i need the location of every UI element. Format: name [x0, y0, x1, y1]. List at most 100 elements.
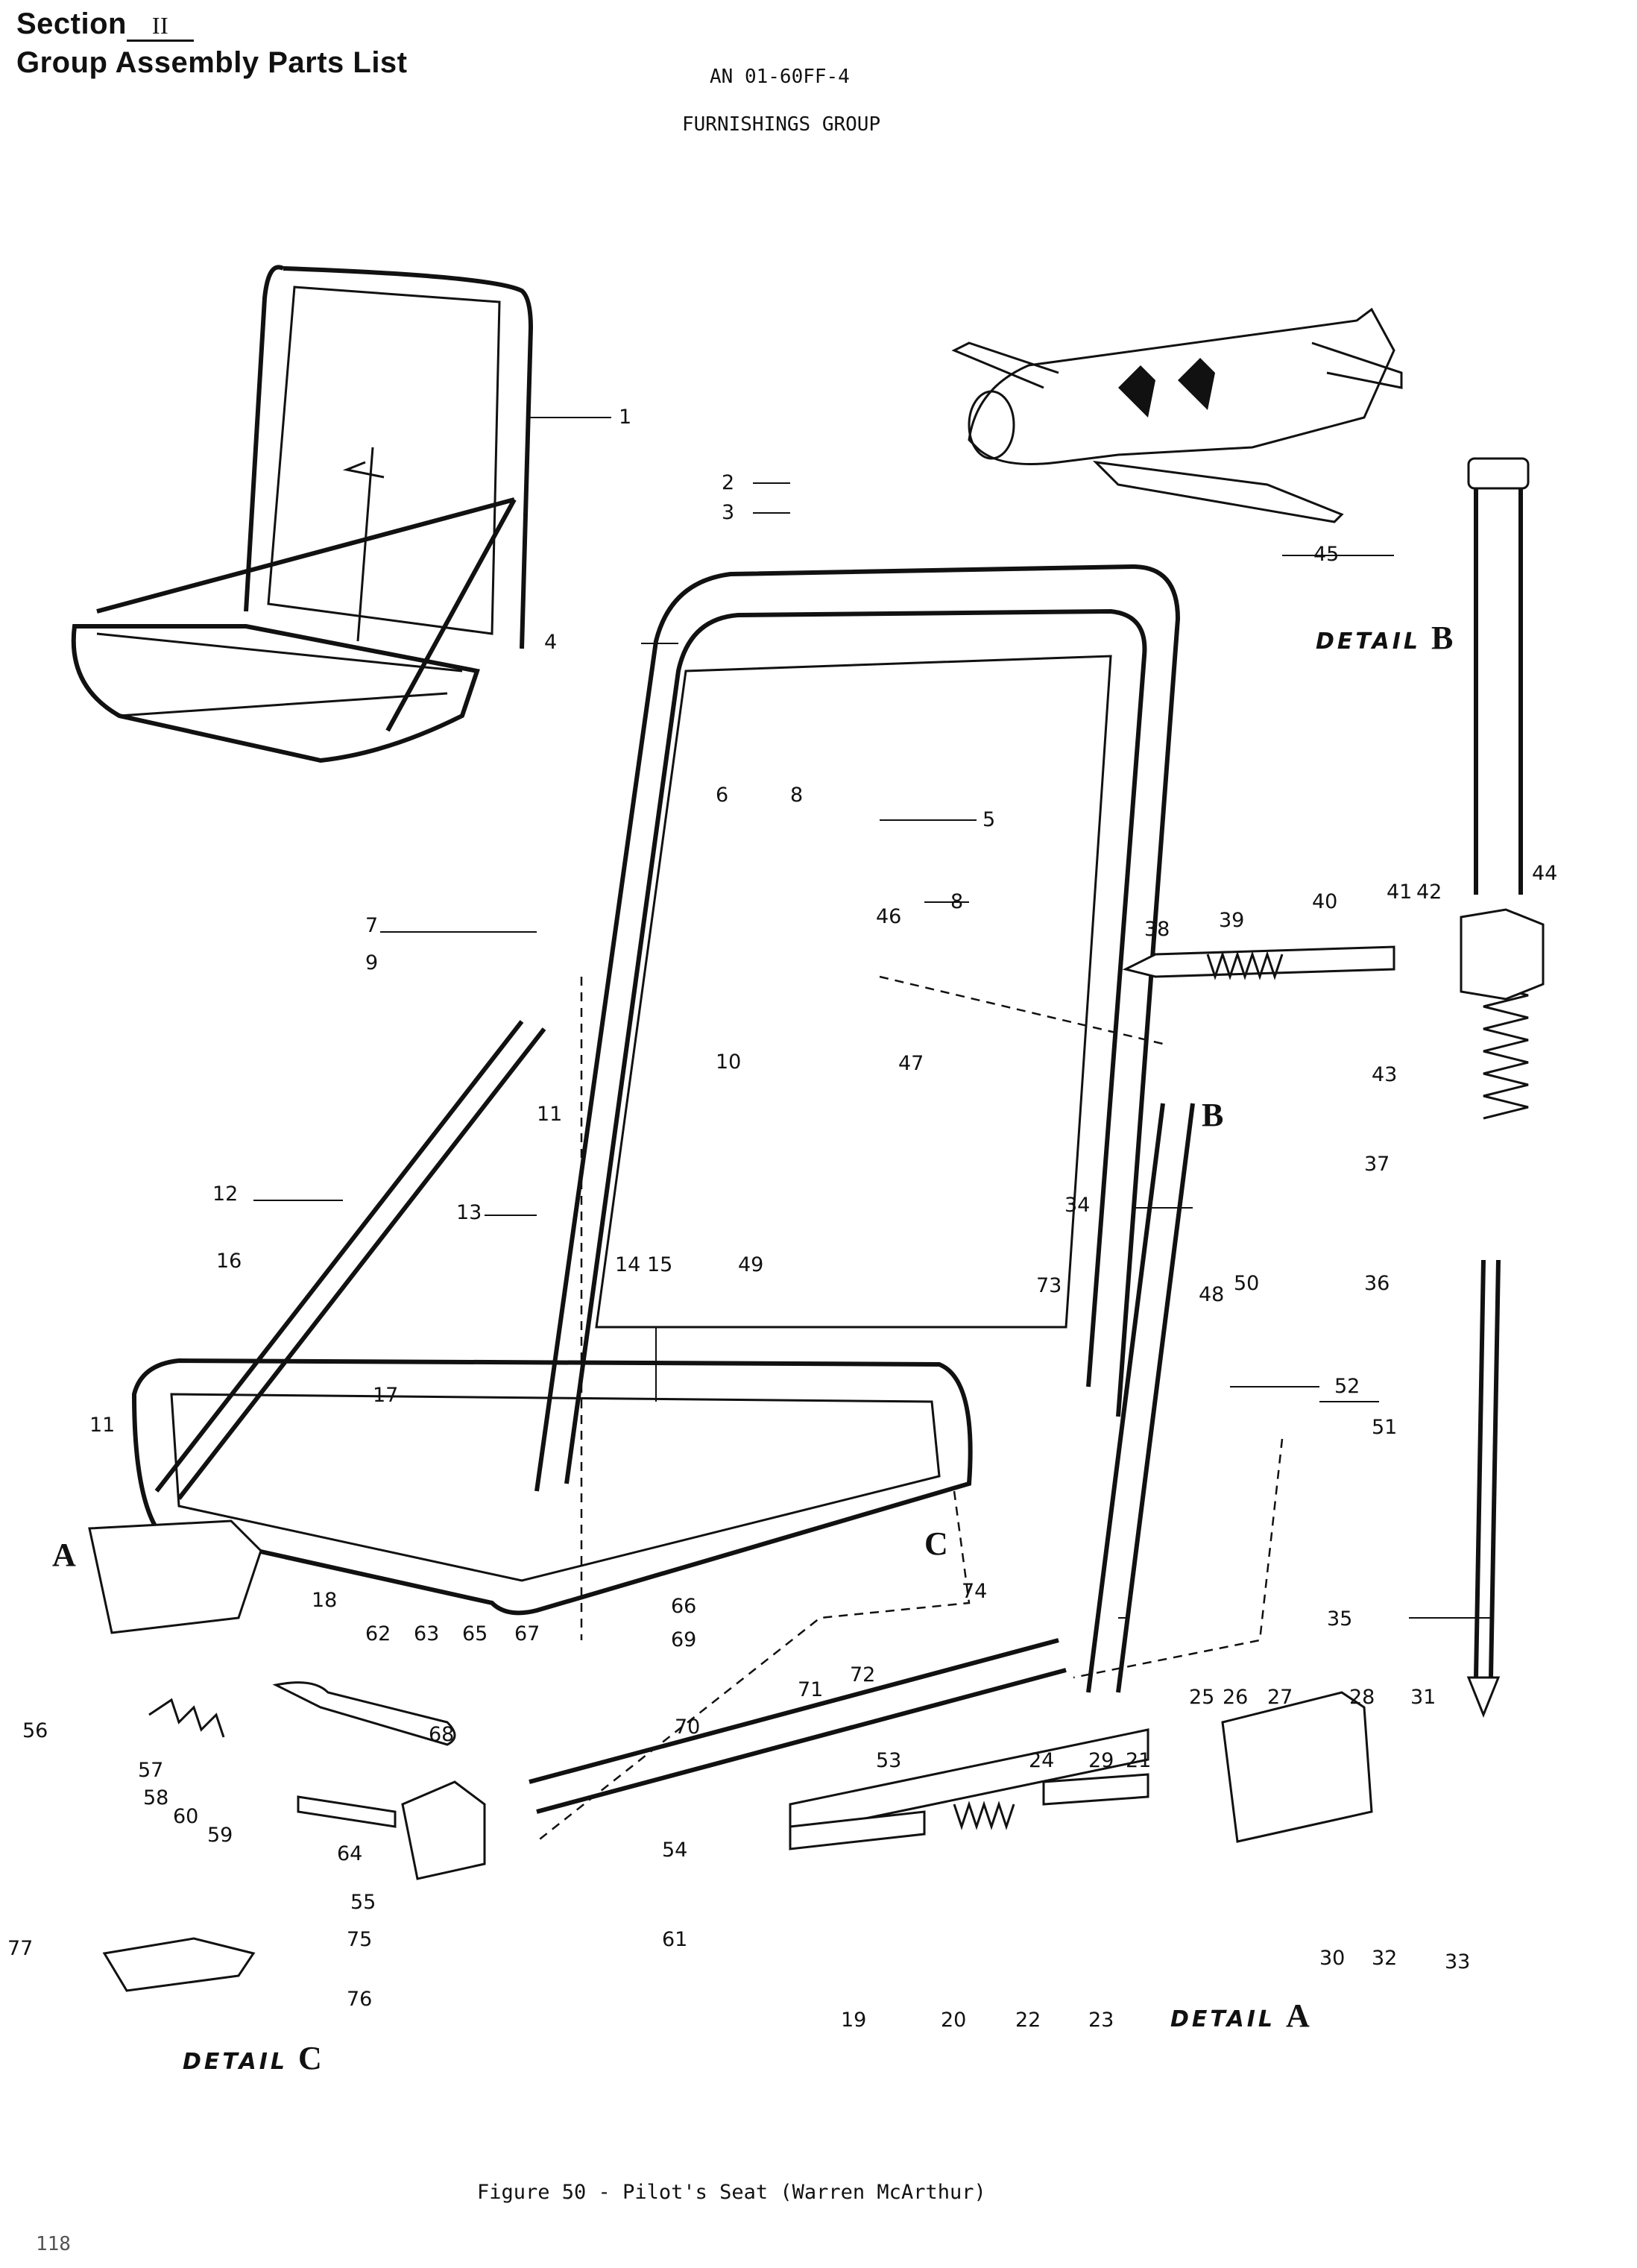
callout-63: 63	[414, 1622, 439, 1645]
seat-back-frame	[534, 564, 1181, 1492]
group-name: FURNISHINGS GROUP	[682, 113, 881, 136]
callout-18: 18	[312, 1589, 337, 1612]
callout-27: 27	[1267, 1686, 1293, 1709]
callout-68: 68	[429, 1723, 454, 1746]
section-number: II	[126, 12, 194, 42]
callout-13: 13	[456, 1201, 482, 1224]
aircraft-silhouette	[951, 307, 1403, 523]
callout-37: 37	[1364, 1153, 1390, 1176]
callout-43: 43	[1372, 1063, 1397, 1086]
callout-6: 6	[716, 784, 728, 807]
callout-40: 40	[1312, 890, 1337, 913]
callout-15: 15	[647, 1253, 672, 1276]
callout-39: 39	[1219, 909, 1244, 932]
callout-44: 44	[1532, 862, 1557, 885]
callout-5: 5	[982, 808, 995, 831]
callout-3: 3	[722, 501, 734, 524]
detail-b-prefix: DETAIL	[1316, 629, 1421, 655]
callout-41: 41	[1387, 881, 1412, 904]
callout-26: 26	[1223, 1686, 1248, 1709]
callout-31: 31	[1410, 1686, 1436, 1709]
callout-64: 64	[337, 1842, 362, 1865]
callout-49: 49	[738, 1253, 763, 1276]
callout-56: 56	[22, 1719, 48, 1742]
callout-35: 35	[1327, 1607, 1352, 1631]
ref-letter-c: C	[924, 1525, 948, 1562]
callout-51: 51	[1372, 1416, 1397, 1439]
seat-pan	[131, 1358, 973, 1616]
callout-76: 76	[347, 1988, 372, 2011]
callout-45: 45	[1313, 543, 1339, 566]
callout-1: 1	[619, 406, 631, 429]
callout-53: 53	[876, 1749, 901, 1772]
callout-10: 10	[716, 1050, 741, 1074]
page-number: 118	[36, 2233, 71, 2255]
callout-34: 34	[1064, 1194, 1090, 1217]
callout-2: 2	[722, 471, 734, 494]
dashed-assembly-paths	[536, 975, 1284, 1842]
leader-lines	[253, 417, 1491, 1619]
callout-47: 47	[898, 1052, 924, 1075]
callout-21: 21	[1126, 1749, 1151, 1772]
callout-54: 54	[662, 1839, 687, 1862]
callout-19: 19	[841, 2009, 866, 2032]
callout-66: 66	[671, 1595, 696, 1618]
callout-77: 77	[7, 1937, 33, 1960]
callout-59: 59	[207, 1824, 233, 1847]
detail-a-prefix: DETAIL	[1170, 2006, 1275, 2032]
callout-8b: 8	[950, 890, 963, 913]
callout-12: 12	[212, 1182, 238, 1206]
ref-letter-a: A	[52, 1537, 76, 1573]
callout-75: 75	[347, 1928, 372, 1951]
callout-67: 67	[514, 1622, 540, 1645]
callout-11a: 11	[537, 1103, 562, 1126]
callout-numbers: 1 2 3 4 5 6 7 8 8 9 10 11 11 12 13 14 15…	[7, 406, 1557, 2032]
callout-9: 9	[365, 951, 378, 974]
detail-b-letter: B	[1431, 620, 1453, 656]
callout-32: 32	[1372, 1947, 1397, 1970]
callout-38: 38	[1144, 918, 1170, 941]
callout-60: 60	[173, 1805, 198, 1828]
callout-42: 42	[1416, 881, 1442, 904]
callout-73: 73	[1036, 1274, 1062, 1297]
seat-assembly-thumbnail	[71, 265, 534, 763]
document-number: AN 01-60FF-4	[710, 66, 850, 88]
group-title: Group Assembly Parts List	[16, 46, 408, 79]
callout-8a: 8	[790, 784, 803, 807]
callout-65: 65	[462, 1622, 488, 1645]
detail-a-letter: A	[1286, 1997, 1310, 2034]
callout-69: 69	[671, 1628, 696, 1651]
callout-61: 61	[662, 1928, 687, 1951]
callout-72: 72	[850, 1663, 875, 1686]
detail-c-prefix: DETAIL	[183, 2049, 288, 2075]
callout-70: 70	[675, 1716, 700, 1739]
callout-28: 28	[1349, 1686, 1375, 1709]
callout-52: 52	[1334, 1375, 1360, 1398]
callout-58: 58	[143, 1786, 168, 1809]
callout-14: 14	[615, 1253, 640, 1276]
callout-4: 4	[544, 631, 557, 654]
callout-7: 7	[365, 914, 378, 937]
callout-62: 62	[365, 1622, 391, 1645]
callout-55: 55	[350, 1891, 376, 1914]
seat-struts	[154, 457, 1530, 1719]
callout-50: 50	[1234, 1272, 1259, 1295]
callout-23: 23	[1088, 2009, 1114, 2032]
callout-11b: 11	[89, 1414, 115, 1437]
callout-29: 29	[1088, 1749, 1114, 1772]
adjustment-mechanism	[88, 908, 1545, 1992]
ref-letter-b: B	[1202, 1097, 1223, 1133]
callout-22: 22	[1015, 2009, 1041, 2032]
callout-33: 33	[1445, 1950, 1470, 1974]
callout-74: 74	[962, 1580, 987, 1603]
callout-36: 36	[1364, 1272, 1390, 1295]
section-label: Section	[16, 7, 127, 40]
callout-30: 30	[1319, 1947, 1345, 1970]
reference-letters: A B C	[52, 1097, 1223, 1573]
callout-24: 24	[1029, 1749, 1054, 1772]
detail-c-letter: C	[298, 2040, 322, 2076]
callout-48: 48	[1199, 1283, 1224, 1306]
figure-caption: Figure 50 - Pilot's Seat (Warren McArthu…	[477, 2181, 986, 2204]
callout-25: 25	[1189, 1686, 1214, 1709]
